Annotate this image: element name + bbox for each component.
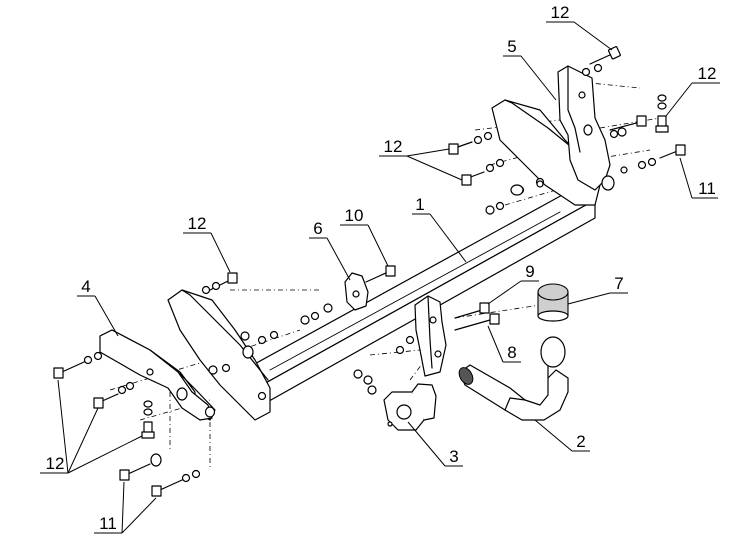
- label-bolt-12-top: 12: [551, 3, 570, 22]
- bolt-12-left-a: [53, 351, 103, 379]
- callout-12-mid: 12: [379, 137, 463, 181]
- label-bolt-12-left-top: 12: [188, 214, 207, 233]
- label-left-bracket: 4: [81, 277, 90, 296]
- bolt-11-left-a: [119, 453, 162, 481]
- left-side-bracket: [167, 289, 271, 421]
- callout-7: 7: [567, 274, 628, 305]
- callout-1: 1: [412, 195, 467, 263]
- callout-12-left-bottom: 12: [40, 379, 143, 474]
- callout-11-left: 11: [94, 481, 157, 534]
- callout-9: 9: [487, 262, 539, 305]
- callout-12-upper-right: 12: [665, 64, 720, 117]
- center-plate: [344, 272, 369, 311]
- label-bolt-8: 8: [507, 343, 516, 362]
- label-bolt-11-left: 11: [99, 514, 117, 533]
- label-bolt-12-left-bottom: 12: [46, 454, 65, 473]
- bolt-12-left-b: [93, 381, 135, 409]
- callouts: 1 2 3 4 5 6: [40, 3, 720, 534]
- label-center-plate: 6: [313, 219, 322, 238]
- bolt-11-left-b: [151, 469, 201, 497]
- callout-2: 2: [534, 419, 590, 452]
- callout-12-left-top: 12: [183, 214, 231, 273]
- label-bolt-12-upper-right: 12: [698, 64, 717, 83]
- label-ball-cover: 7: [614, 274, 623, 293]
- ball-cover: [537, 283, 569, 322]
- center-lug: [414, 295, 447, 377]
- nut-mid: [485, 180, 544, 215]
- bolt-11-right: [620, 144, 686, 174]
- label-bolt-9: 9: [525, 262, 534, 281]
- bolt-12-mid-lower: [461, 158, 505, 186]
- callout-5: 5: [503, 37, 557, 101]
- callout-10: 10: [340, 206, 389, 267]
- bolt-12-top: [581, 46, 621, 77]
- callout-4: 4: [77, 277, 119, 337]
- callout-3: 3: [407, 421, 463, 467]
- socket-plate: [383, 383, 437, 431]
- callout-11-right: 11: [679, 157, 718, 199]
- label-tow-ball: 2: [576, 432, 585, 451]
- left-bracket: [99, 329, 216, 421]
- label-bolt-10: 10: [345, 206, 364, 225]
- fasteners: [53, 46, 686, 497]
- bolt-12-upper-right: [655, 94, 669, 133]
- bolt-12-left-vertical: [141, 400, 155, 439]
- callout-12-top: 12: [546, 3, 613, 51]
- callout-8: 8: [487, 325, 521, 363]
- label-socket-plate: 3: [449, 447, 458, 466]
- label-right-bracket: 5: [507, 37, 516, 56]
- bolt-10: [365, 265, 396, 283]
- bolt-9: [454, 302, 490, 319]
- bolt-right-bracket: [609, 115, 647, 139]
- bolt-8: [454, 313, 500, 331]
- label-main-beam: 1: [415, 195, 424, 214]
- callout-6: 6: [309, 219, 351, 281]
- label-bolt-11-right: 11: [698, 179, 716, 198]
- tow-ball-neck: [458, 336, 569, 421]
- bolt-12-mid-upper: [448, 131, 493, 155]
- label-bolt-12-mid: 12: [384, 137, 403, 156]
- center-nuts: [208, 303, 415, 395]
- bolt-12-left-top: [201, 272, 238, 295]
- right-bracket: [557, 65, 615, 191]
